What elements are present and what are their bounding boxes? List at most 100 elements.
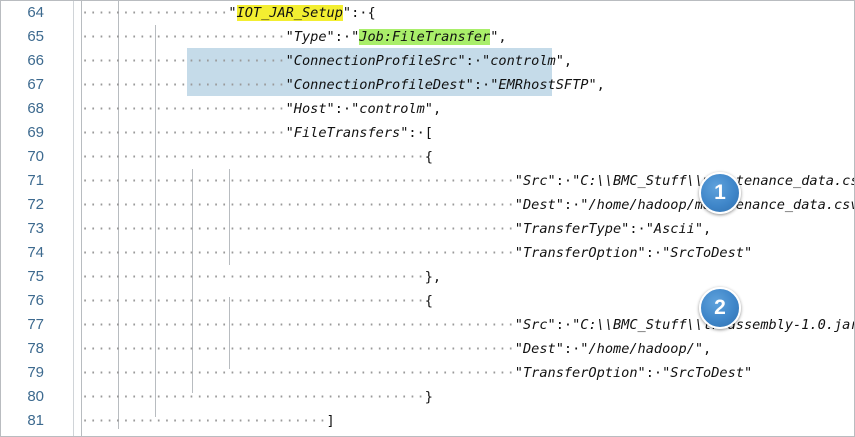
- indent-guide: [229, 169, 230, 265]
- json-key: Host: [293, 101, 327, 117]
- line-number: 69: [27, 124, 44, 141]
- line-number: 80: [27, 388, 44, 405]
- code-text: ········································…: [81, 361, 752, 385]
- callout-badge-1: 1: [699, 172, 741, 214]
- line-number: 78: [27, 340, 44, 357]
- json-value: Job:FileTransfer: [359, 29, 491, 45]
- json-key: Src: [522, 317, 548, 333]
- json-key: ConnectionProfileSrc: [293, 53, 458, 69]
- json-key: ConnectionProfileDest: [293, 77, 466, 93]
- line-number: 65: [27, 28, 44, 45]
- json-key: TransferType: [522, 221, 622, 237]
- code-punct: ",: [694, 221, 712, 237]
- code-punct: ": [285, 101, 294, 117]
- code-punct: ": [285, 125, 294, 141]
- code-text: ········································…: [81, 265, 441, 289]
- code-text: ·························"Type":·"Job:Fi…: [81, 25, 507, 49]
- code-line[interactable]: 81 ······························]: [1, 409, 854, 433]
- indent-guide: [81, 1, 82, 436]
- code-punct: ": [285, 77, 294, 93]
- code-punct: ": [514, 341, 523, 357]
- whitespace-markers: ·························: [81, 101, 286, 117]
- code-line[interactable]: 69 ·························"FileTransfer…: [1, 121, 854, 145]
- line-number: 81: [27, 412, 44, 429]
- whitespace-markers: ········································…: [81, 293, 425, 309]
- code-punct: }: [424, 389, 433, 405]
- code-line[interactable]: 76 ······································…: [1, 289, 854, 313]
- code-line[interactable]: 64··················"IOT_JAR_Setup":·{: [1, 1, 854, 25]
- line-number: 74: [27, 244, 44, 261]
- line-number: 76: [27, 292, 44, 309]
- line-number: 82: [1, 433, 44, 436]
- whitespace-markers: ········································…: [81, 245, 515, 261]
- code-punct: ]: [326, 413, 335, 429]
- code-text: ········································…: [81, 385, 433, 409]
- json-key: IOT_JAR_Setup: [236, 5, 343, 21]
- code-punct: ": [743, 245, 753, 261]
- json-key: FileTransfers: [293, 125, 401, 141]
- code-punct: ":·": [547, 173, 581, 189]
- whitespace-markers: ·························: [81, 77, 286, 93]
- code-line[interactable]: 79······································…: [1, 361, 854, 385]
- code-punct: ",: [424, 101, 442, 117]
- code-text: ··················},: [81, 433, 245, 436]
- code-line[interactable]: 82 ··················},: [1, 433, 854, 436]
- line-number: 66: [27, 52, 44, 69]
- json-key: Dest: [522, 341, 556, 357]
- whitespace-markers: ······························: [81, 413, 327, 429]
- code-text: ········································…: [81, 289, 433, 313]
- line-number: 73: [27, 220, 44, 237]
- indent-guide: [155, 25, 156, 417]
- json-key: TransferOption: [522, 365, 638, 381]
- code-line[interactable]: 80 ······································…: [1, 385, 854, 409]
- line-number: 67: [27, 76, 44, 93]
- code-punct: ":·": [555, 197, 589, 213]
- whitespace-markers: ········································…: [81, 365, 515, 381]
- code-line[interactable]: 67 ·························"ConnectionPr…: [1, 73, 854, 97]
- selection-highlight: [187, 48, 552, 96]
- whitespace-markers: ·························: [81, 125, 286, 141]
- code-text: ········································…: [81, 241, 752, 265]
- code-punct: ":·": [547, 317, 581, 333]
- code-punct: ":·": [555, 341, 589, 357]
- code-punct: ":·": [637, 365, 671, 381]
- code-text: ··················"IOT_JAR_Setup":·{: [81, 1, 376, 25]
- code-punct: ": [514, 197, 523, 213]
- json-value: controlm: [359, 101, 425, 117]
- code-punct: ":·": [621, 221, 654, 237]
- code-text: ········································…: [81, 217, 711, 241]
- code-punct: ": [228, 5, 237, 21]
- indent-guide: [229, 297, 230, 369]
- code-line[interactable]: 65 ·························"Type":·"Job:…: [1, 25, 854, 49]
- code-punct: ":·": [326, 101, 360, 117]
- code-line[interactable]: 73 ······································…: [1, 217, 854, 241]
- whitespace-markers: ········································…: [81, 149, 425, 165]
- code-line[interactable]: 68 ·························"Host":·"cont…: [1, 97, 854, 121]
- gutter-separator: [73, 1, 74, 436]
- code-line[interactable]: 66·························"ConnectionPr…: [1, 49, 854, 73]
- json-value: EMRhostSFTP: [498, 77, 589, 93]
- code-line[interactable]: 74 ······································…: [1, 241, 854, 265]
- code-punct: ": [285, 53, 294, 69]
- json-key: TransferOption: [522, 245, 638, 261]
- line-number: 70: [27, 148, 44, 165]
- line-number: 77: [27, 316, 44, 333]
- json-value: controlm: [490, 53, 556, 69]
- line-number: 68: [27, 100, 44, 117]
- code-line[interactable]: 70 ······································…: [1, 145, 854, 169]
- line-number: 75: [27, 268, 44, 285]
- json-value: /home/hadoop/: [588, 341, 695, 357]
- code-line[interactable]: 75 ······································…: [1, 265, 854, 289]
- code-punct: ":·{: [342, 5, 376, 21]
- whitespace-markers: ··················: [81, 5, 229, 21]
- code-line[interactable]: 78······································…: [1, 337, 854, 361]
- code-punct: ": [514, 221, 523, 237]
- code-punct: ",: [694, 341, 712, 357]
- line-number: 71: [27, 172, 44, 189]
- code-text: ·························"ConnectionProf…: [81, 73, 605, 97]
- code-punct: },: [424, 269, 442, 285]
- code-text: ······························]: [81, 409, 335, 433]
- json-value: Ascii: [653, 221, 695, 237]
- code-punct: ": [743, 365, 753, 381]
